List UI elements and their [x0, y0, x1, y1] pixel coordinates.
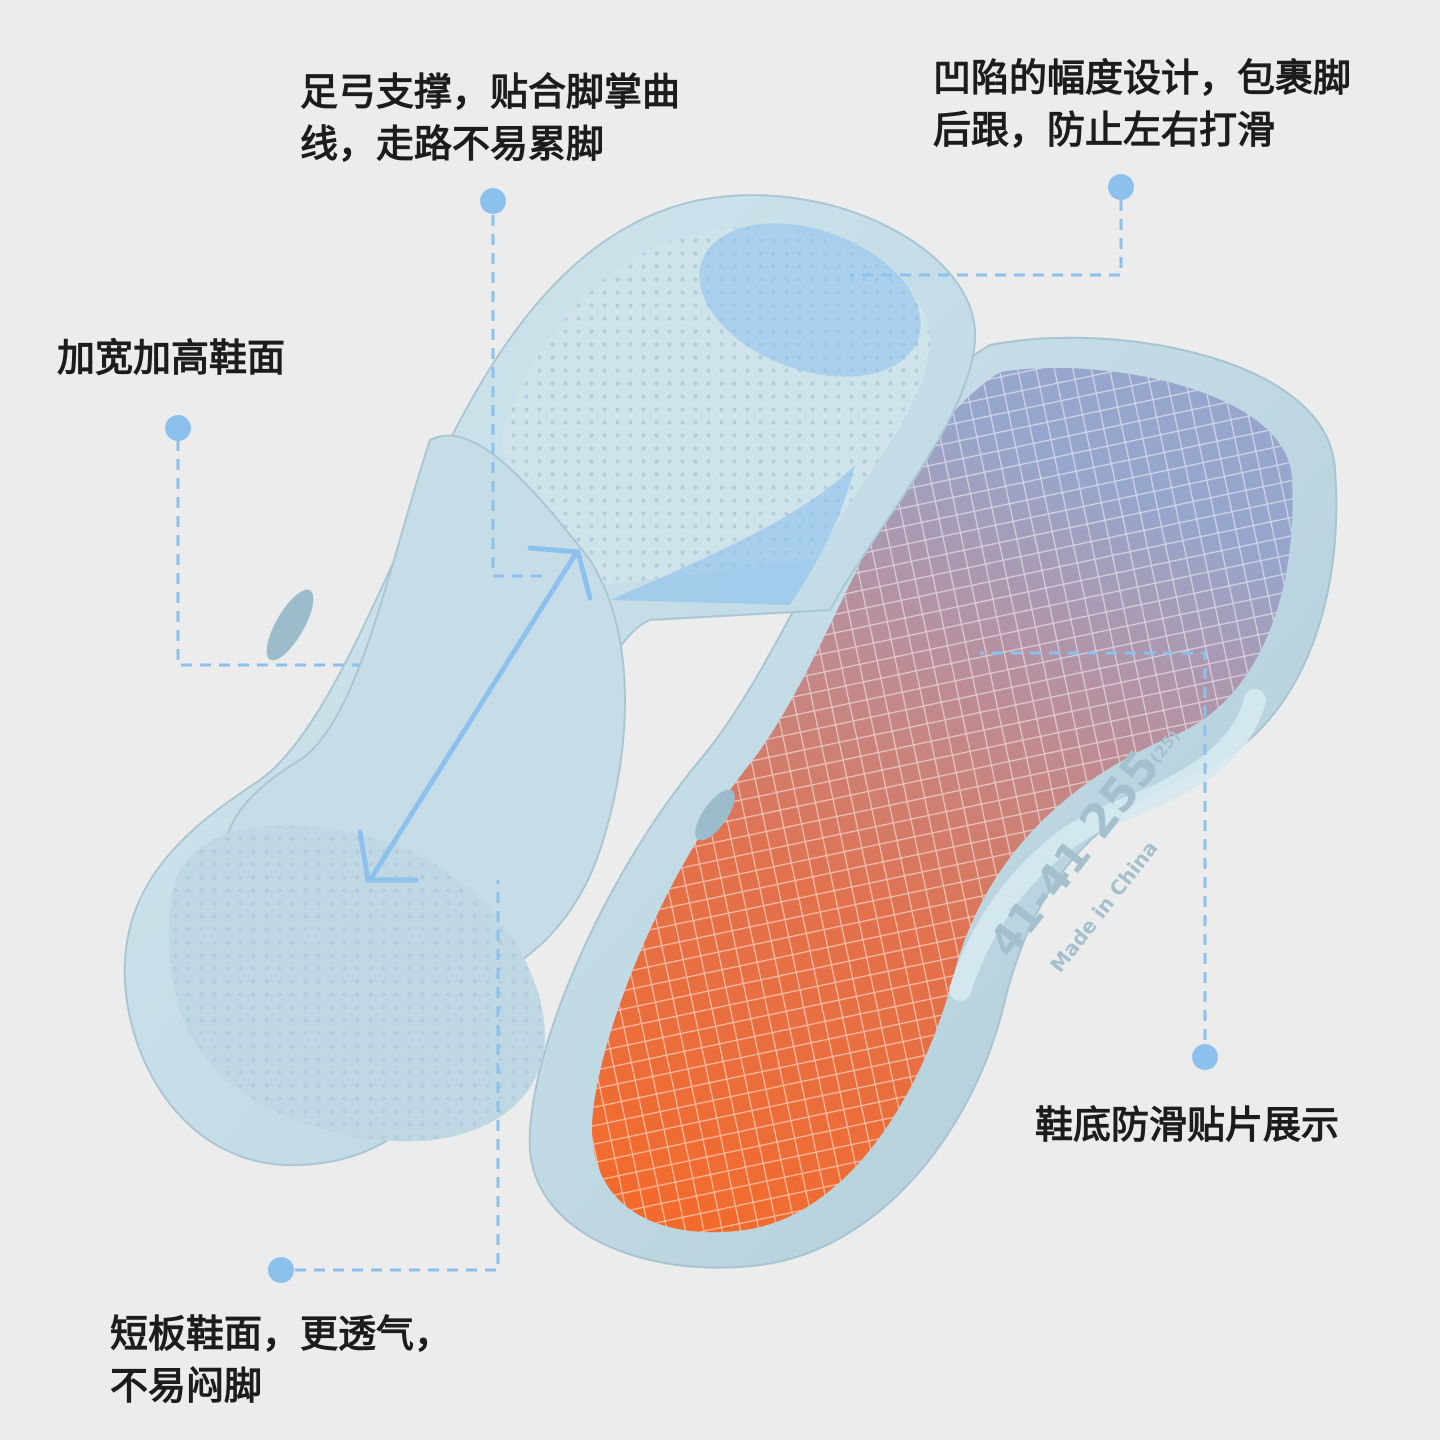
annotation-short-upper-line2: 不易闷脚: [110, 1364, 263, 1408]
sole-raised-rim-right: [949, 689, 1266, 1001]
slipper-top-view: [123, 194, 977, 1167]
annotation-heel-cup-line1: 凹陷的幅度设计，包裹脚: [933, 56, 1352, 100]
callout-line-wide: [176, 440, 360, 667]
annotation-short-upper: 短板鞋面，更透气， 不易闷脚: [110, 1308, 452, 1412]
callout-line-heel: [850, 200, 1123, 277]
slipper-sole-view: 41-41 255 (25) Made in China: [528, 336, 1338, 1269]
callout-line-short: [295, 880, 500, 1272]
upper-height-arrow: [357, 545, 593, 883]
callout-dot-sole: [1192, 1044, 1218, 1070]
annotation-wide-upper-line1: 加宽加高鞋面: [57, 336, 286, 380]
callout-dot-short: [268, 1257, 294, 1283]
annotation-arch-support-line2: 线，走路不易累脚: [300, 122, 605, 166]
annotation-sole-pads: 鞋底防滑贴片展示: [1035, 1099, 1339, 1151]
callout-dot-wide: [165, 415, 191, 441]
annotation-short-upper-line1: 短板鞋面，更透气，: [110, 1312, 453, 1356]
annotation-sole-pads-line1: 鞋底防滑贴片展示: [1035, 1103, 1340, 1147]
callout-dot-heel: [1108, 174, 1134, 200]
callout-lines: [176, 200, 1207, 1272]
annotation-heel-cup-line2: 后跟，防止左右打滑: [933, 108, 1276, 152]
callout-dot-arch: [480, 188, 506, 214]
annotation-heel-cup: 凹陷的幅度设计，包裹脚 后跟，防止左右打滑: [933, 52, 1351, 156]
vent-hole-upper: [266, 589, 314, 661]
heel-cup-highlight: [699, 223, 921, 377]
annotation-wide-upper: 加宽加高鞋面: [57, 332, 285, 384]
annotation-arch-support: 足弓支撑，贴合脚掌曲 线，走路不易累脚: [300, 66, 680, 170]
arch-support-highlight: [610, 465, 855, 605]
callout-dots: [165, 174, 1218, 1283]
callout-line-sole: [980, 651, 1207, 1040]
callout-line-arch: [491, 215, 545, 578]
vent-hole-lower: [695, 789, 735, 841]
annotation-arch-support-line1: 足弓支撑，贴合脚掌曲: [300, 70, 681, 114]
